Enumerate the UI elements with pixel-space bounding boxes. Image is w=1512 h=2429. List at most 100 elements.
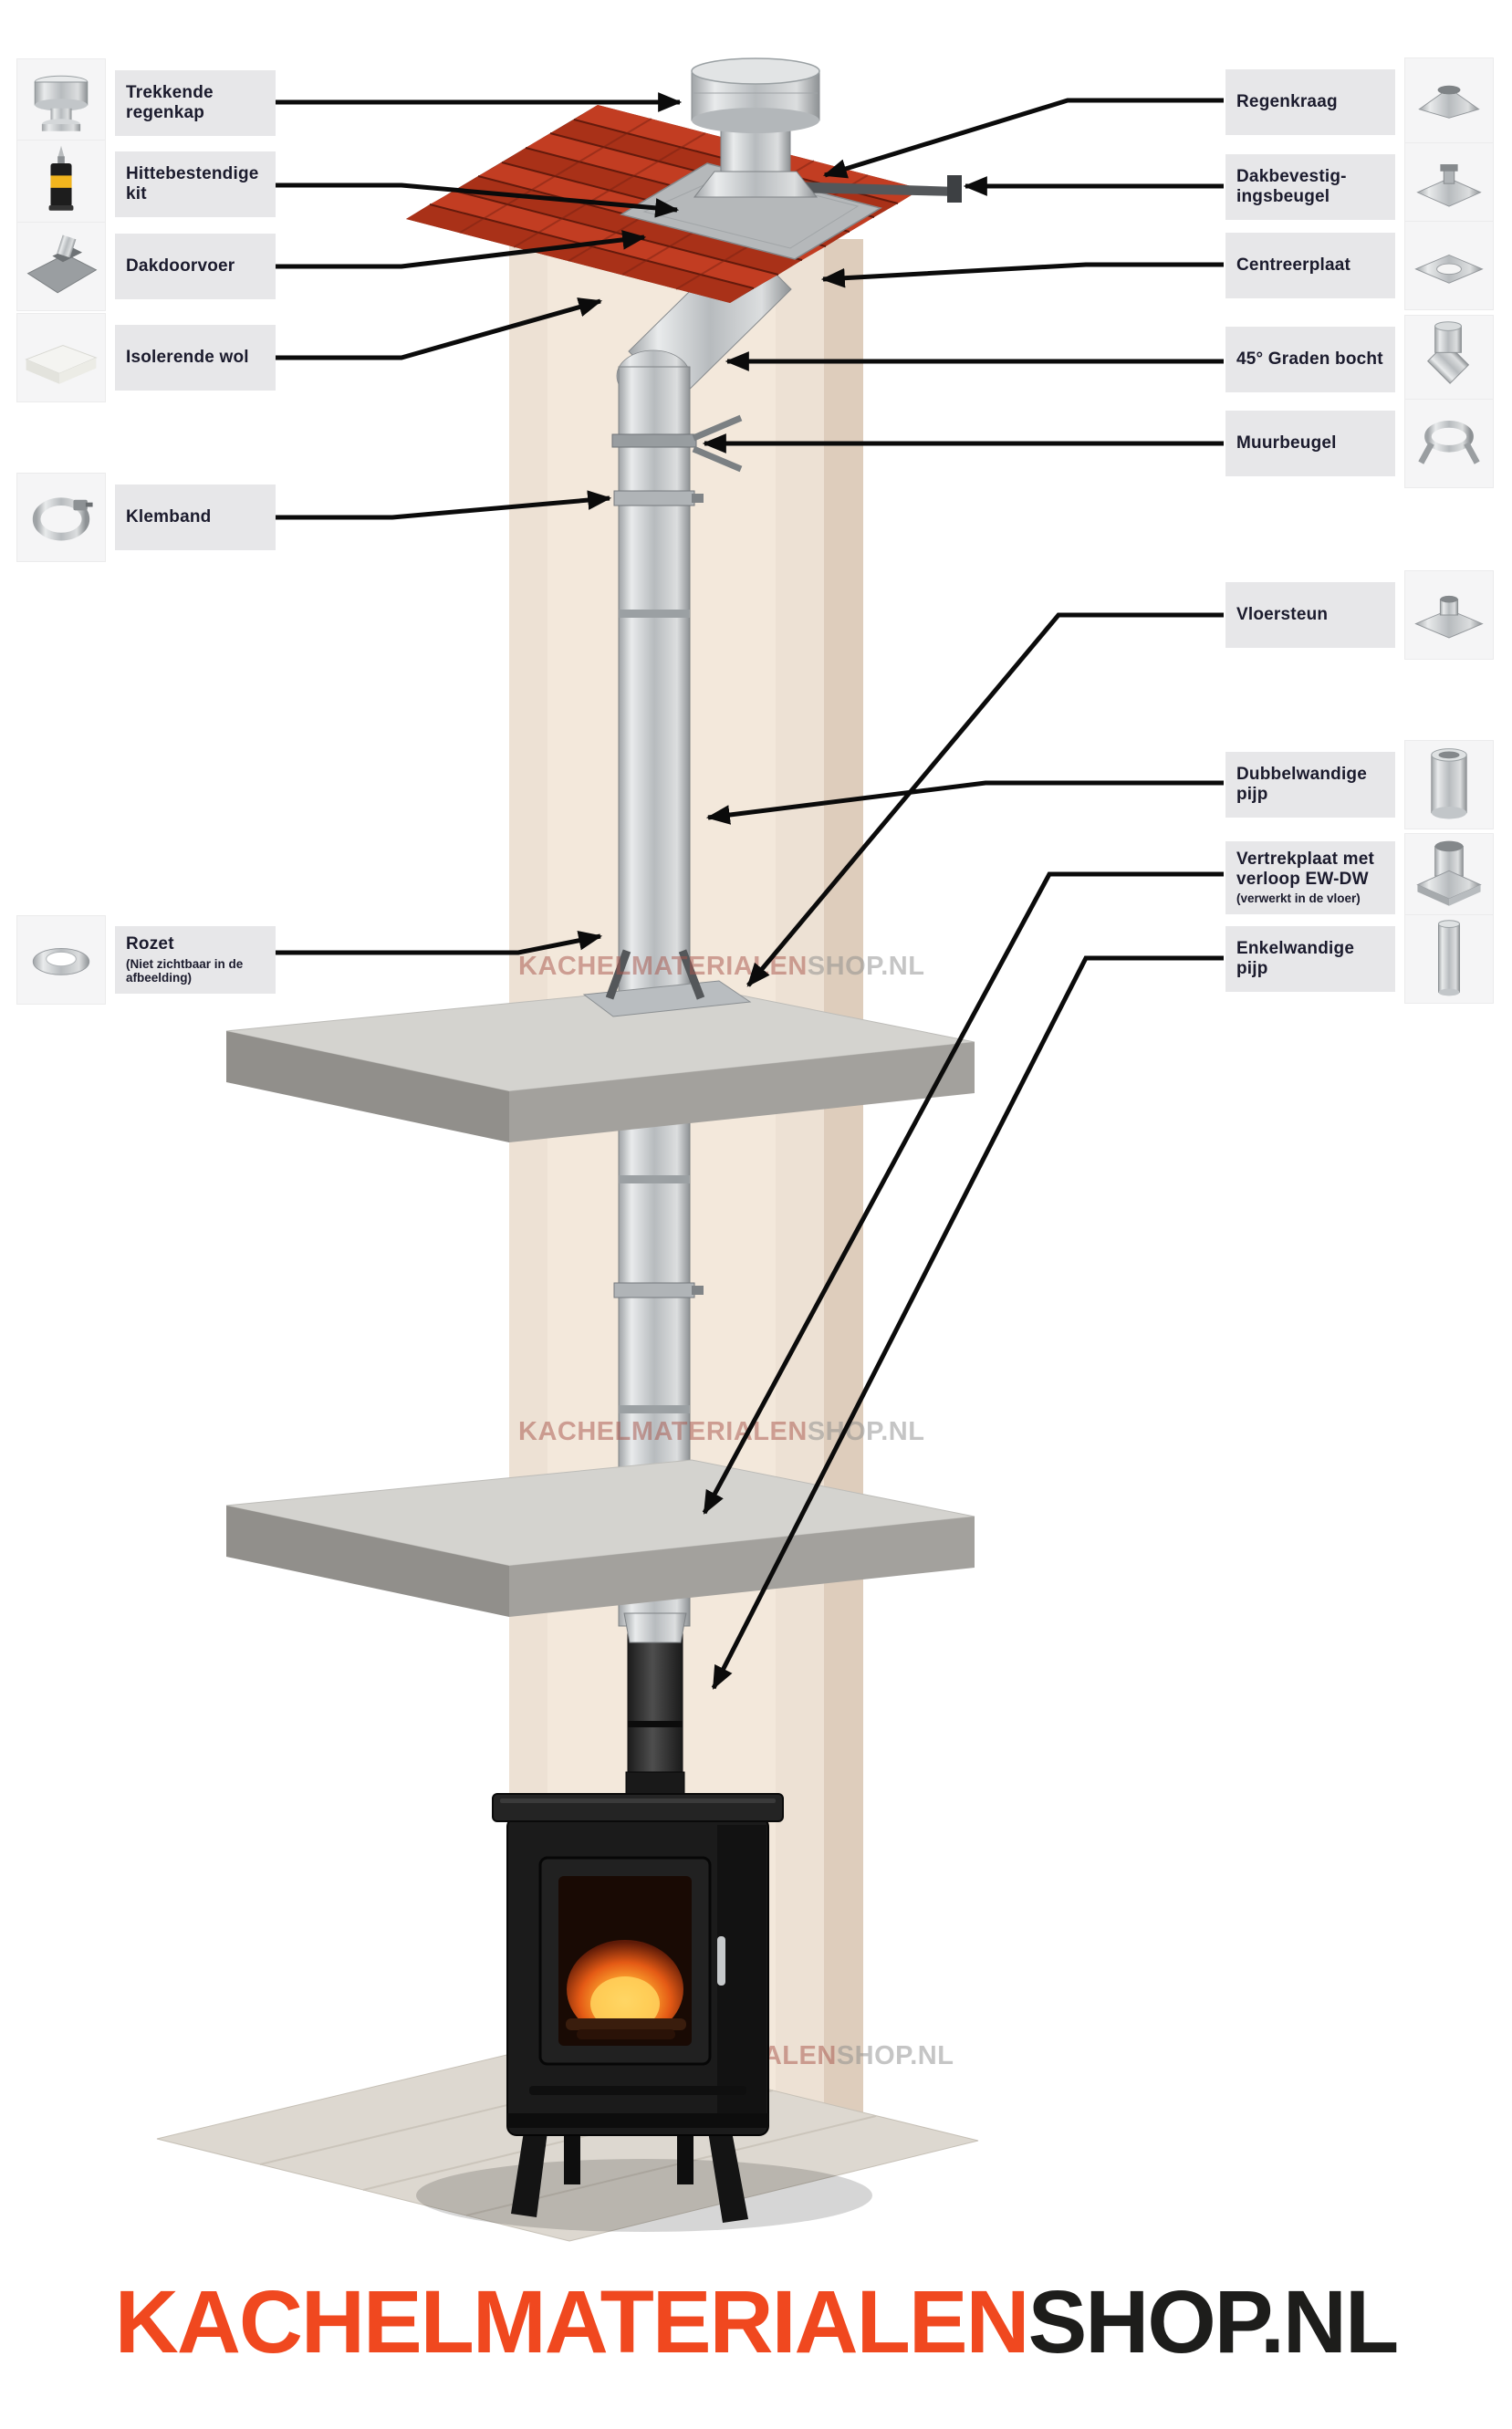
enkelwandige-pijp-photo	[1404, 914, 1494, 1004]
floor-slab-upper	[225, 949, 975, 1142]
vertrekplaat-photo	[1404, 833, 1494, 923]
floor-support	[582, 949, 752, 1017]
connector-vloersteun	[746, 612, 1224, 987]
45-graden-bocht-photo	[1404, 315, 1494, 404]
callout-dubbelwandige-pijp: Dubbelwandige pijp	[1225, 740, 1494, 829]
connector-dubbelwandige-pijp	[705, 780, 1224, 825]
callout-label: Centreerplaat	[1236, 255, 1351, 276]
callout-panel: 45° Graden bocht	[1225, 327, 1395, 392]
callout-note: (verwerkt in de vloer)	[1236, 891, 1361, 906]
callout-panel: Enkelwandige pijp	[1225, 926, 1395, 992]
dakbevestigingsbeugel-photo	[1404, 142, 1494, 232]
sealant-cartridge-icon	[48, 145, 74, 211]
connector-rozet	[276, 931, 603, 955]
connector-hittebestendige-kit	[276, 182, 680, 218]
muurbeugel-photo	[1404, 399, 1494, 488]
callout-muurbeugel: Muurbeugel	[1225, 399, 1494, 488]
watermark-upper: KACHELMATERIALENSHOP.NL	[518, 952, 924, 981]
watermark-secondary: SHOP.NL	[837, 2041, 954, 2070]
callout-dakdoorvoer: Dakdoorvoer	[16, 222, 276, 311]
callout-label: Vertrekplaat met verloop EW-DW	[1236, 850, 1375, 889]
connector-isolerende-wol	[276, 297, 603, 360]
callout-panel: Klemband	[115, 485, 276, 550]
callout-centreerplaat: Centreerplaat	[1225, 221, 1494, 310]
45-degree-elbow-icon	[1426, 321, 1470, 384]
single-wall-pipe-icon	[1438, 920, 1460, 996]
callout-45-graden-bocht: 45° Graden bocht	[1225, 315, 1494, 404]
connector-dakdoorvoer	[276, 230, 647, 269]
wall-bracket	[611, 414, 743, 473]
callout-vertrekplaat: Vertrekplaat met verloop EW-DW (verwerkt…	[1225, 833, 1494, 923]
callout-panel: Dakbevestig-ingsbeugel	[1225, 154, 1395, 220]
callout-panel: Vertrekplaat met verloop EW-DW (verwerkt…	[1225, 841, 1395, 914]
clamp-band-lower	[613, 1282, 704, 1298]
dakdoorvoer-photo	[16, 222, 106, 311]
connector-regenkraag	[822, 98, 1224, 179]
brand-logo: KACHELMATERIALENSHOP.NL	[0, 2278, 1512, 2366]
connector-centreerplaat	[820, 262, 1224, 288]
clamp-band-icon	[32, 497, 93, 541]
callout-panel: Isolerende wol	[115, 325, 276, 391]
isolerende-wol-photo	[16, 313, 106, 402]
callout-label: Enkelwandige pijp	[1236, 939, 1355, 978]
storm-collar	[693, 171, 819, 198]
callout-label: Muurbeugel	[1236, 433, 1337, 453]
transition-plate	[623, 1612, 687, 1643]
callout-label: Isolerende wol	[126, 348, 249, 368]
callout-isolerende-wol: Isolerende wol	[16, 313, 276, 402]
callout-panel: Dakdoorvoer	[115, 234, 276, 299]
callout-panel: Vloersteun	[1225, 582, 1395, 648]
stove-handle	[717, 1936, 725, 1986]
insulation-wool-icon	[25, 345, 98, 384]
trekkende-regenkap-photo	[16, 58, 106, 148]
floor-support-icon	[1414, 595, 1484, 639]
connector-lines	[276, 92, 1224, 1690]
rain-cap-icon	[34, 75, 89, 131]
wall-bracket-icon	[1418, 421, 1480, 464]
hittebestendige-kit-photo	[16, 140, 106, 229]
wood-stove	[492, 1771, 784, 2223]
clamp-band-upper	[613, 490, 704, 506]
vloersteun-photo	[1404, 570, 1494, 660]
roof	[406, 57, 962, 303]
callout-panel: Muurbeugel	[1225, 411, 1395, 476]
callout-panel: Hittebestendige kit	[115, 151, 276, 217]
callout-label: Dubbelwandige pijp	[1236, 765, 1367, 804]
callout-vloersteun: Vloersteun	[1225, 570, 1494, 660]
callout-panel: Dubbelwandige pijp	[1225, 752, 1395, 818]
regenkraag-photo	[1404, 57, 1494, 147]
klemband-photo	[16, 473, 106, 562]
watermark-primary: KACHELMATERIALEN	[518, 1417, 808, 1446]
callout-trekkende-regenkap: Trekkende regenkap	[16, 58, 276, 148]
callout-dakbevestigingsbeugel: Dakbevestig-ingsbeugel	[1225, 142, 1494, 232]
callout-panel: Rozet (Niet zichtbaar in de afbeelding)	[115, 926, 276, 994]
callout-note: (Niet zichtbaar in de afbeelding)	[126, 956, 244, 985]
storm-collar-icon	[1418, 85, 1480, 119]
callout-label: Regenkraag	[1236, 92, 1338, 112]
roof-mount-bracket	[790, 182, 958, 196]
brand-logo-secondary: SHOP.NL	[1027, 2272, 1400, 2372]
callout-hittebestendige-kit: Hittebestendige kit	[16, 140, 276, 229]
connector-enkelwandige-pijp	[711, 955, 1224, 1690]
rosette-icon	[32, 948, 90, 975]
roof-bracket-icon	[1416, 164, 1482, 207]
callout-panel: Trekkende regenkap	[115, 70, 276, 136]
callout-label: Hittebestendige kit	[126, 164, 259, 203]
callout-label: Trekkende regenkap	[126, 83, 214, 122]
brand-logo-primary: KACHELMATERIALEN	[114, 2272, 1030, 2372]
watermark-secondary: SHOP.NL	[808, 952, 925, 981]
callout-label: Dakdoorvoer	[126, 256, 235, 276]
callout-regenkraag: Regenkraag	[1225, 57, 1494, 147]
callout-klemband: Klemband	[16, 473, 276, 562]
callout-label: Rozet	[126, 934, 174, 954]
transition-plate-icon	[1416, 840, 1482, 906]
double-wall-pipe-icon	[1431, 748, 1467, 819]
callout-panel: Centreerplaat	[1225, 233, 1395, 298]
floor-slab-lower	[225, 1459, 975, 1617]
callout-label: Dakbevestig-ingsbeugel	[1236, 167, 1347, 206]
centreerplaat-photo	[1404, 221, 1494, 310]
watermark-middle: KACHELMATERIALENSHOP.NL	[518, 1417, 924, 1446]
watermark-secondary: SHOP.NL	[808, 1417, 925, 1446]
